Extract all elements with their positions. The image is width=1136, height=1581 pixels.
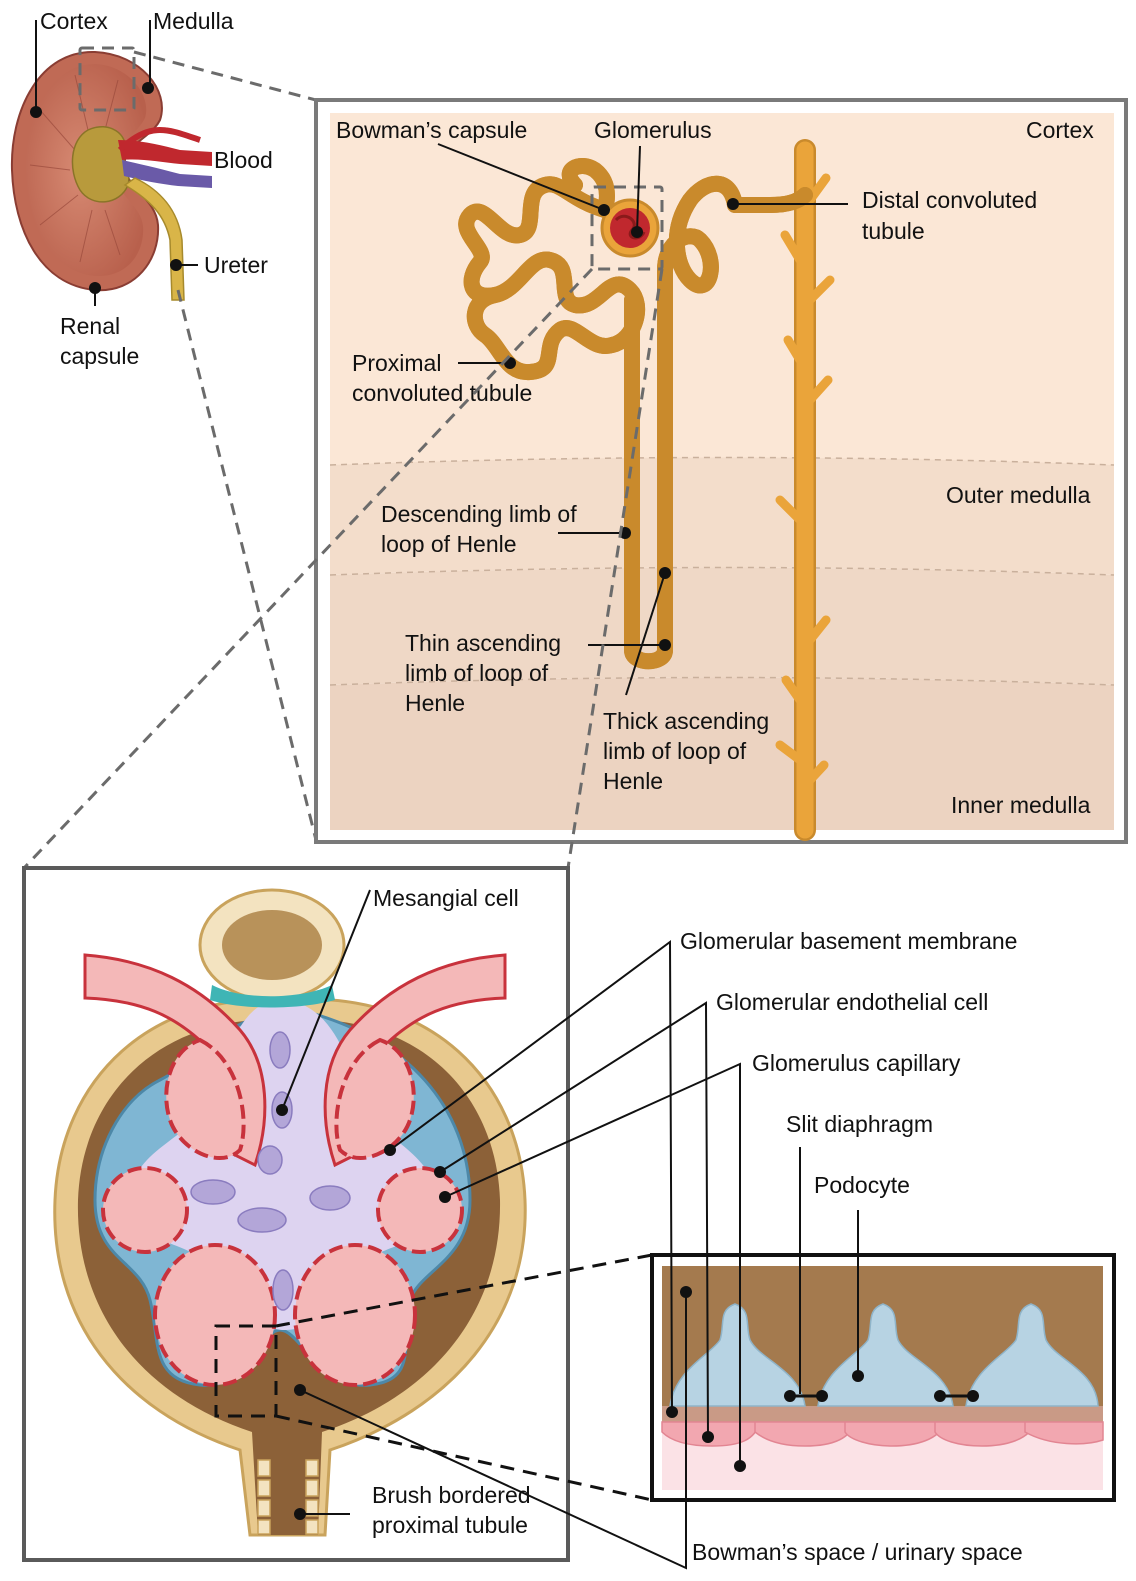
label-podocyte: Podocyte [814,1172,910,1198]
label-thin-ascending-2: limb of loop of [405,660,549,686]
zoom-line-top [134,52,316,100]
label-brush-border-2: proximal tubule [372,1512,528,1538]
label-proximal-tubule-1: Proximal [352,350,441,376]
label-glomerulus-capillary: Glomerulus capillary [752,1050,961,1076]
label-bowmans-capsule: Bowman’s capsule [336,117,527,143]
nephron-panel: Bowman’s capsule Glomerulus Cortex Dista… [316,100,1126,842]
label-inner-medulla: Inner medulla [951,792,1091,818]
label-thick-ascending-3: Henle [603,768,663,794]
label-glomerulus: Glomerulus [594,117,712,143]
kidney-illustration [12,48,212,300]
label-proximal-tubule-2: convoluted tubule [352,380,532,406]
label-renal-capsule-2: capsule [60,343,139,369]
macula-densa-tubule [200,890,344,1008]
label-cortex: Cortex [40,8,108,34]
label-distal-tubule-1: Distal convoluted [862,187,1037,213]
label-ureter: Ureter [204,252,268,278]
label-thin-ascending-1: Thin ascending [405,630,561,656]
label-distal-tubule-2: tubule [862,218,925,244]
label-descending-2: loop of Henle [381,531,517,557]
label-basement-membrane: Glomerular basement membrane [680,928,1017,954]
label-endothelial-cell: Glomerular endothelial cell [716,989,988,1015]
label-thick-ascending-1: Thick ascending [603,708,769,734]
label-medulla: Medulla [153,8,234,34]
label-thick-ascending-2: limb of loop of [603,738,747,764]
filtration-barrier-panel [652,1255,1114,1500]
label-bowmans-space: Bowman’s space / urinary space [692,1539,1023,1565]
label-slit-diaphragm: Slit diaphragm [786,1111,933,1137]
label-descending-1: Descending limb of [381,501,577,527]
zoom-line-bottom [178,290,316,840]
label-renal-capsule-1: Renal [60,313,120,339]
glomerulus-panel [24,868,568,1560]
label-mesangial-cell: Mesangial cell [373,885,519,911]
label-thin-ascending-3: Henle [405,690,465,716]
label-outer-medulla: Outer medulla [946,482,1091,508]
label-blood: Blood [214,147,273,173]
label-cortex-zone: Cortex [1026,117,1094,143]
